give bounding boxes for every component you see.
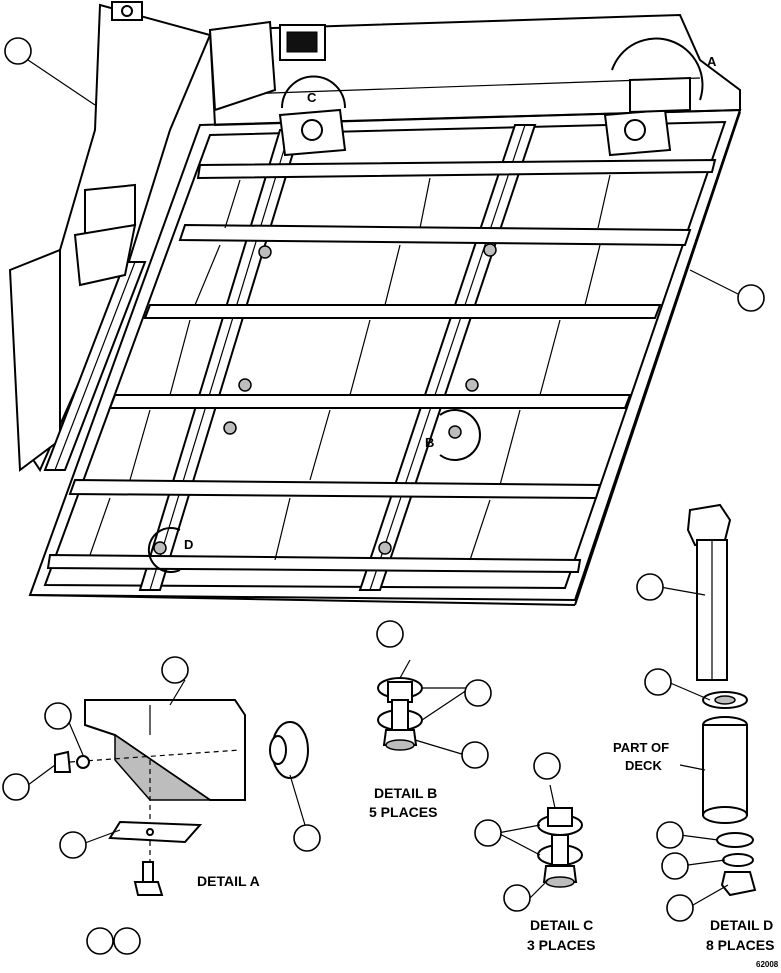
callout-circle [376,620,404,648]
detail-c-quantity: 3 PLACES [527,937,595,953]
callout-circle [503,884,531,912]
detail-b-quantity: 5 PLACES [369,804,437,820]
callout-circle [461,741,489,769]
marker-d: D [184,537,193,552]
labels: DETAIL A DETAIL B 5 PLACES DETAIL C 3 PL… [197,740,779,969]
callout-circle [737,284,765,312]
detail-markers: A C B D [147,37,717,573]
detail-b-title: DETAIL B [374,785,437,801]
callout-circle [533,752,561,780]
detail-a-assembly [54,699,309,896]
deck-assembly [8,1,742,606]
callout-circle [636,573,664,601]
marker-a: A [707,54,717,69]
marker-c: C [307,90,317,105]
callout-circle [86,927,114,955]
callout-circle [474,819,502,847]
callout-circle [2,773,30,801]
detail-d-assembly [686,503,757,897]
callout-circle [59,831,87,859]
detail-a-title: DETAIL A [197,873,260,889]
callout-circle [464,679,492,707]
callout-circles [2,37,765,955]
part-of-deck-line1: PART OF [613,740,669,755]
callout-circle [644,668,672,696]
callout-circle [666,894,694,922]
detail-d-title: DETAIL D [710,917,773,933]
callout-circle [656,821,684,849]
part-of-deck-line2: DECK [625,758,662,773]
leader-lines [27,59,741,906]
detail-c-title: DETAIL C [530,917,593,933]
callout-circle [113,927,141,955]
figure-number: 62008 [756,960,779,969]
detail-d-quantity: 8 PLACES [706,937,774,953]
detail-b-assembly [377,677,423,751]
callout-circle [161,656,189,684]
detail-c-assembly [537,807,583,888]
callout-circle [661,852,689,880]
marker-b: B [425,435,434,450]
callout-circle [4,37,32,65]
callout-circle [293,824,321,852]
callout-circle [44,702,72,730]
